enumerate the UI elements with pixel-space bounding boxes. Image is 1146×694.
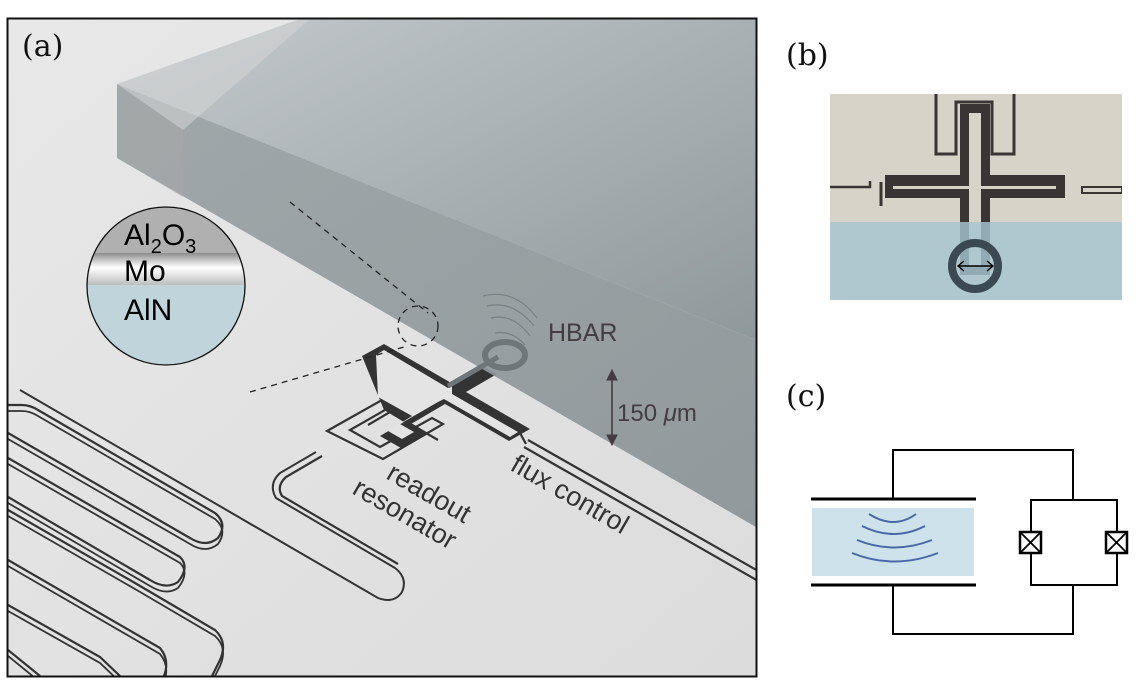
- thickness-label: 150 μm: [617, 400, 697, 427]
- josephson-junction-icon: [1018, 530, 1043, 555]
- slab-side-face: [117, 84, 183, 197]
- hbar-pad-loop: [446, 339, 528, 389]
- panel-a-label: (a): [22, 29, 63, 64]
- aln-label: AlN: [124, 294, 172, 327]
- slab-top-face: [117, 19, 756, 340]
- circuit-schematic: [811, 449, 1129, 635]
- al2o3-label: Al2O3: [124, 219, 196, 258]
- mo-label: Mo: [124, 255, 166, 288]
- panel-b-label: (b): [786, 38, 829, 73]
- acoustic-wave-icon: [482, 293, 538, 346]
- panel-a: Al2O3 Mo AlN HBAR 150 μm flux control re…: [8, 19, 756, 676]
- acoustic-wave-icon: [851, 513, 939, 563]
- slab-front-face: [117, 84, 756, 527]
- hbar-dielectric: [812, 508, 974, 576]
- cross-inner: [376, 350, 518, 439]
- panel-a-border: [6, 17, 758, 678]
- panel-c-label: (c): [786, 379, 826, 414]
- hbar-label: HBAR: [548, 319, 617, 347]
- josephson-junction-icon: [1104, 530, 1129, 555]
- zoom-indicator: [249, 201, 439, 393]
- double-arrow-icon: [956, 260, 995, 272]
- thickness-arrow: [606, 368, 618, 447]
- device-micrograph: [830, 94, 1122, 300]
- mo-layer: [87, 253, 245, 285]
- flux-control-line: [519, 432, 756, 581]
- hbar-slab: [117, 19, 756, 527]
